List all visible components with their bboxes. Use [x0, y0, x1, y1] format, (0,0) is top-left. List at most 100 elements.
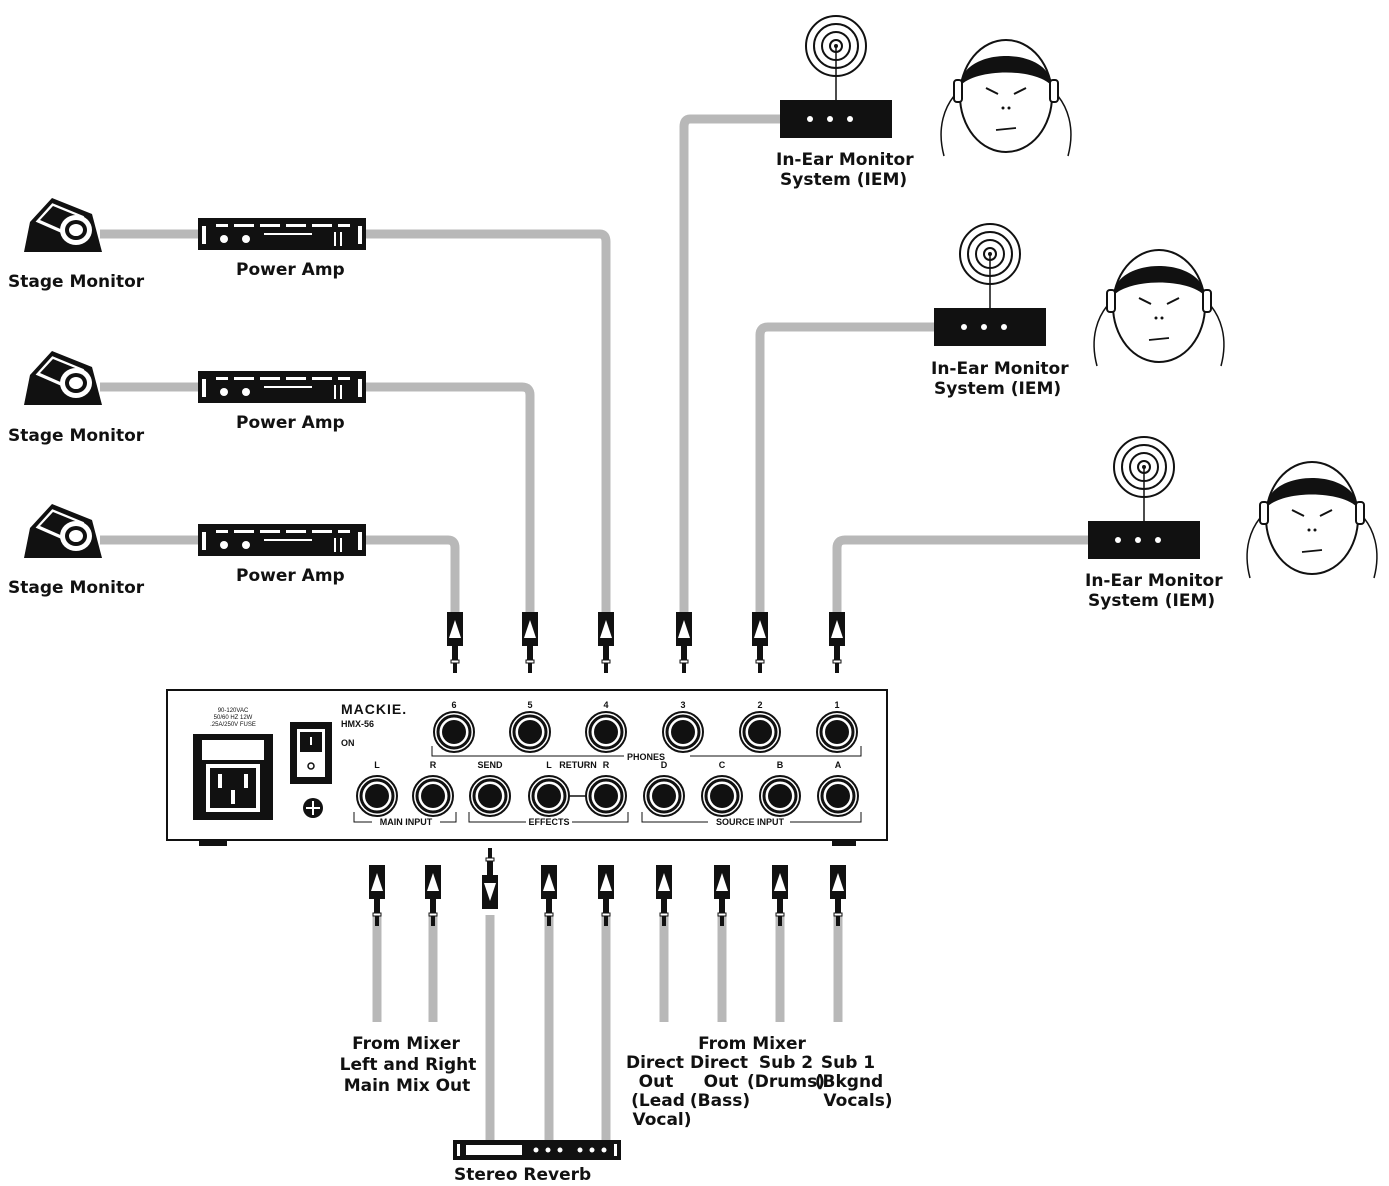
plug-main-l [368, 864, 386, 927]
power-spec-1: 90-120VAC [218, 708, 249, 714]
iem-label-1-line1: In-Ear Monitor [776, 150, 914, 170]
cables [100, 114, 1088, 1140]
plug-phones-2 [751, 611, 769, 674]
sub1-line2: (Bkgnd [815, 1072, 883, 1092]
power-amp-2 [198, 371, 366, 403]
sub1-line3: Vocals) [823, 1091, 892, 1111]
power-inlet [193, 734, 273, 820]
effects-bracket [468, 812, 629, 823]
listener-face-2 [1093, 249, 1225, 367]
phones-number-1: 1 [834, 700, 839, 710]
phones-jack-4[interactable] [584, 710, 628, 754]
plug-phones-6 [446, 611, 464, 674]
phones-jack-5[interactable] [508, 710, 552, 754]
cable-amp1-phones4 [366, 229, 611, 612]
brand-logo: MACKIE. [341, 701, 407, 717]
main-input-bracket [353, 812, 457, 823]
plug-source-d [655, 864, 673, 927]
phones-jack-6[interactable] [432, 710, 476, 754]
ground-screw [303, 798, 323, 818]
main-mix-label-line1: From Mixer [352, 1034, 460, 1054]
sub2-line1: Sub 2 [759, 1053, 813, 1073]
stage-monitor-1 [23, 197, 103, 253]
model-label: HMX-56 [341, 719, 374, 729]
cable-amp2-phones5 [366, 382, 535, 612]
plug-phones-4 [597, 611, 615, 674]
power-amp-label-1: Power Amp [236, 260, 345, 280]
plug-phones-1 [828, 611, 846, 674]
iem-label-3-line2: System (IEM) [1088, 591, 1215, 611]
send-label: SEND [477, 760, 503, 770]
phones-jack-3[interactable] [661, 710, 705, 754]
source-c-label: C [719, 760, 726, 770]
main-input-jack-l[interactable] [355, 774, 399, 818]
return-label: RETURN [559, 760, 597, 770]
stage-monitor-2 [23, 350, 103, 406]
iem-label-2-line1: In-Ear Monitor [931, 359, 1069, 379]
sub2-line2: (Drums) [747, 1072, 825, 1092]
phones-number-6: 6 [451, 700, 456, 710]
effects-label: EFFECTS [528, 817, 569, 827]
effects-return-l-jack[interactable] [527, 774, 571, 818]
from-mixer-label: From Mixer [698, 1034, 806, 1054]
phones-number-4: 4 [603, 700, 608, 710]
plug-send [481, 847, 499, 910]
source-input-jack-c[interactable] [700, 774, 744, 818]
direct-bass-line3: (Bass) [690, 1091, 750, 1111]
cable-amp3-phones6 [366, 535, 460, 612]
stereo-reverb-label: Stereo Reverb [454, 1165, 591, 1185]
iem-system-2 [933, 223, 1047, 347]
stage-monitor-label-3: Stage Monitor [8, 578, 145, 598]
plug-source-a [829, 864, 847, 927]
plug-source-c [713, 864, 731, 927]
effects-send-jack[interactable] [468, 774, 512, 818]
cable-iem1-phones3 [679, 114, 780, 612]
source-a-label: A [835, 760, 842, 770]
source-input-jack-d[interactable] [642, 774, 686, 818]
phones-bracket [431, 746, 862, 757]
main-mix-label-line2: Left and Right [340, 1055, 477, 1075]
phones-number-5: 5 [527, 700, 532, 710]
plug-return-r [597, 864, 615, 927]
direct-lead-line2: Out [639, 1072, 674, 1092]
main-input-jack-r[interactable] [411, 774, 455, 818]
source-input-jack-a[interactable] [816, 774, 860, 818]
phones-jack-1[interactable] [815, 710, 859, 754]
source-d-label: D [661, 760, 668, 770]
cable-iem3-phones1 [832, 535, 1088, 612]
power-spec-2: 50/60 HZ 12W [214, 715, 253, 721]
power-amp-label-2: Power Amp [236, 413, 345, 433]
iem-system-1 [779, 15, 893, 139]
source-input-jack-b[interactable] [758, 774, 802, 818]
plug-return-l [540, 864, 558, 927]
iem-label-2-line2: System (IEM) [934, 379, 1061, 399]
plug-source-b [771, 864, 789, 927]
power-switch[interactable] [290, 722, 332, 784]
plug-phones-5 [521, 611, 539, 674]
main-mix-label-line3: Main Mix Out [344, 1076, 471, 1096]
phones-number-2: 2 [757, 700, 762, 710]
iem-label-1-line2: System (IEM) [780, 170, 907, 190]
phones-number-3: 3 [680, 700, 685, 710]
hmx56-device: 90-120VAC 50/60 HZ 12W .25A/250V FUSE MA… [166, 689, 888, 846]
source-b-label: B [777, 760, 784, 770]
sub1-line1: Sub 1 [821, 1053, 875, 1073]
power-amp-3 [198, 524, 366, 556]
listener-face-1 [940, 39, 1072, 157]
stage-monitor-label-1: Stage Monitor [8, 272, 145, 292]
return-l-label: L [546, 760, 552, 770]
plug-main-r [424, 864, 442, 927]
iem-system-3 [1087, 436, 1201, 560]
phones-jack-2[interactable] [738, 710, 782, 754]
power-spec-3: .25A/250V FUSE [210, 722, 256, 728]
main-input-r-label: R [430, 760, 437, 770]
plugs-top [446, 611, 846, 674]
source-input-label: SOURCE INPUT [716, 817, 785, 827]
source-input-bracket [641, 812, 862, 823]
stage-monitor-label-2: Stage Monitor [8, 426, 145, 446]
listener-face-3 [1246, 461, 1378, 579]
direct-bass-line1: Direct [690, 1053, 748, 1073]
main-input-l-label: L [374, 760, 380, 770]
power-amp-1 [198, 218, 366, 250]
effects-return-r-jack[interactable] [584, 774, 628, 818]
